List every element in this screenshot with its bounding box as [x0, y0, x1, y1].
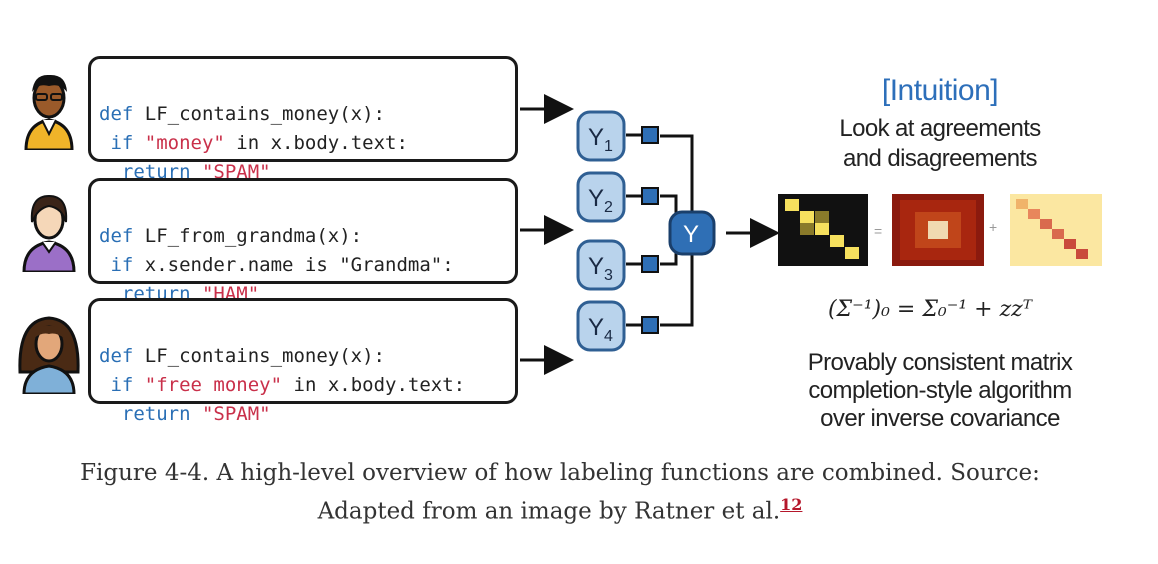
person-icon-grandma: [22, 194, 76, 272]
operator-equals: =: [874, 223, 882, 239]
intuition-line-1: Look at agreements: [839, 115, 1041, 142]
code-text: LF_contains_money(x):: [133, 103, 385, 125]
code-text: LF_from_grandma(x):: [133, 225, 363, 247]
code-string: "free money": [133, 374, 283, 396]
code-text: x.sender.name is "Grandma":: [133, 254, 454, 276]
svg-text:Y2: Y2: [588, 185, 613, 216]
code-keyword: if: [110, 374, 134, 396]
code-keyword: return: [121, 403, 191, 425]
figure-caption: Figure 4-4. A high-level overview of how…: [0, 458, 1120, 528]
combined-node-label: Y: [683, 221, 699, 248]
code-keyword: if: [110, 254, 134, 276]
node-label-main: Y: [588, 314, 604, 341]
connector-square-1: [641, 126, 659, 144]
code-keyword: if: [110, 132, 134, 154]
code-text: in x.body.text:: [282, 374, 466, 396]
node-label-sub: 3: [604, 267, 613, 284]
connector-square-4: [641, 316, 659, 334]
label-node-2: [576, 171, 626, 223]
node-label-main: Y: [588, 253, 604, 280]
node-label-sub: 1: [604, 138, 613, 155]
code-string: "money": [133, 132, 225, 154]
node-label-sub: 4: [604, 328, 613, 345]
labeling-function-box-1: def LF_contains_money(x): if "money" in …: [88, 56, 518, 183]
svg-text:Y1: Y1: [588, 124, 613, 155]
node-label-main: Y: [588, 185, 604, 212]
intuition-line-2: and disagreements: [843, 145, 1038, 172]
caption-line-1: Figure 4-4. A high-level overview of how…: [80, 460, 1040, 486]
matrix-observed-inverse: [778, 194, 868, 266]
labeling-function-box-3: def LF_contains_money(x): if "free money…: [88, 298, 518, 425]
matrix-low-rank: [1010, 194, 1102, 266]
caption-line-2-text: Adapted from an image by Ratner et al.: [317, 498, 781, 525]
connector-square-2: [641, 187, 659, 205]
code-keyword: return: [121, 161, 191, 183]
matrix-sparse-inverse: [892, 194, 984, 266]
intuition-desc-1: Provably consistent matrix: [807, 349, 1073, 376]
operator-plus: +: [989, 219, 997, 235]
intuition-desc-2: completion-style algorithm: [808, 377, 1072, 404]
person-icon-man: [24, 74, 74, 150]
code-string: "SPAM": [190, 403, 271, 425]
node-label-main: Y: [588, 124, 604, 151]
svg-text:Y4: Y4: [588, 314, 613, 345]
caption-line-2: Adapted from an image by Ratner et al.12: [0, 489, 1120, 528]
labeling-function-box-2: def LF_from_grandma(x): if x.sender.name…: [88, 178, 518, 305]
svg-text:Y3: Y3: [588, 253, 613, 284]
intuition-title: [Intuition]: [881, 74, 999, 107]
combined-label-node: [668, 210, 716, 256]
person-icon-woman: [18, 316, 80, 394]
label-node-1: [576, 110, 626, 162]
code-text: LF_contains_money(x):: [133, 345, 385, 367]
connector-square-3: [641, 255, 659, 273]
label-node-4: [576, 300, 626, 352]
footnote-link[interactable]: 12: [780, 495, 803, 514]
node-label-sub: 2: [604, 199, 613, 216]
code-keyword: def: [99, 225, 134, 247]
code-keyword: def: [99, 103, 134, 125]
intuition-formula: (Σ⁻¹)₀ = Σ₀⁻¹ + zzᵀ: [827, 297, 1033, 322]
code-text: in x.body.text:: [224, 132, 408, 154]
code-string: "SPAM": [190, 161, 271, 183]
label-node-3: [576, 239, 626, 291]
intuition-desc-3: over inverse covariance: [820, 405, 1060, 432]
code-keyword: def: [99, 345, 134, 367]
